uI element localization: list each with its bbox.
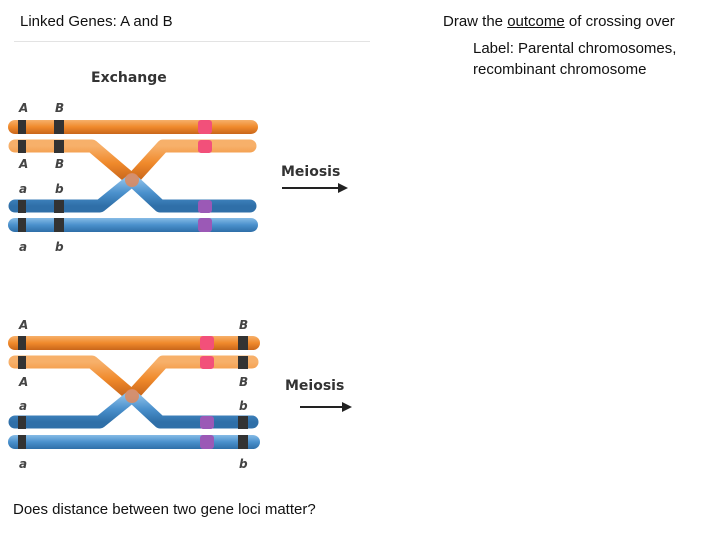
label-line-2: recombinant chromosome [473, 61, 647, 78]
bottom-locus-a-label: A [18, 318, 28, 332]
prompt-emphasis: outcome [507, 13, 565, 30]
distance-question: Does distance between two gene loci matt… [13, 501, 316, 518]
top-centromeres [198, 120, 212, 232]
bottom-chromatid2-b-label: B [239, 375, 248, 389]
bottom-centromeres [200, 336, 214, 449]
top-meiosis-arrow [282, 183, 348, 193]
title-divider [14, 41, 370, 42]
bottom-chromatid3-a-label: a [19, 399, 27, 413]
label-line-1: Label: Parental chromosomes, [473, 38, 676, 59]
bottom-chromatid4-b-label: b [239, 457, 248, 471]
label-key: Label [473, 40, 510, 57]
bottom-meiosis-label: Meiosis [285, 378, 344, 394]
top-blue-chromatid-4 [8, 218, 258, 232]
top-chromatid3-a-label: a [19, 182, 27, 196]
bottom-blue-chromatid-4 [8, 435, 260, 449]
top-chromatid3-b-label: b [55, 182, 64, 196]
bottom-chiasma [125, 389, 139, 403]
crossing-over-diagram: Exchange A B A B a b a b Meiosis A B [8, 70, 352, 471]
top-meiosis-label: Meiosis [281, 164, 340, 180]
bottom-chromatid3-b-label: b [239, 399, 248, 413]
instruction-prompt: Draw the outcome of crossing over [443, 13, 675, 30]
bottom-locus-b-label: B [239, 318, 248, 332]
top-chromatid4-b-label: b [55, 240, 64, 254]
bottom-chromatid4-a-label: a [19, 457, 27, 471]
top-orange-chromatid-1 [8, 120, 258, 134]
bottom-orange-chromatid-1 [8, 336, 260, 350]
top-locus-b-label: B [55, 101, 64, 115]
top-chromatid2-b-label: B [55, 157, 64, 171]
top-chromatid4-a-label: a [19, 240, 27, 254]
prompt-prefix: Draw the [443, 13, 508, 30]
label-text-1: : Parental chromosomes, [509, 40, 677, 57]
top-locus-bands [18, 120, 64, 232]
prompt-suffix: of crossing over [564, 13, 675, 30]
exchange-heading: Exchange [91, 70, 167, 86]
top-chiasma [125, 173, 139, 187]
top-panel-labels: A B A B a b a b [18, 101, 64, 254]
bottom-panel-labels: A B A B a b a b [18, 318, 248, 471]
slide-title: Linked Genes: A and B [20, 13, 173, 30]
label-instruction: Label: Parental chromosomes, recombinant… [473, 38, 676, 80]
bottom-locus-bands [18, 336, 248, 449]
top-locus-a-label: A [18, 101, 28, 115]
top-chromatid2-a-label: A [18, 157, 28, 171]
bottom-chromatid2-a-label: A [18, 375, 28, 389]
bottom-meiosis-arrow [300, 402, 352, 412]
